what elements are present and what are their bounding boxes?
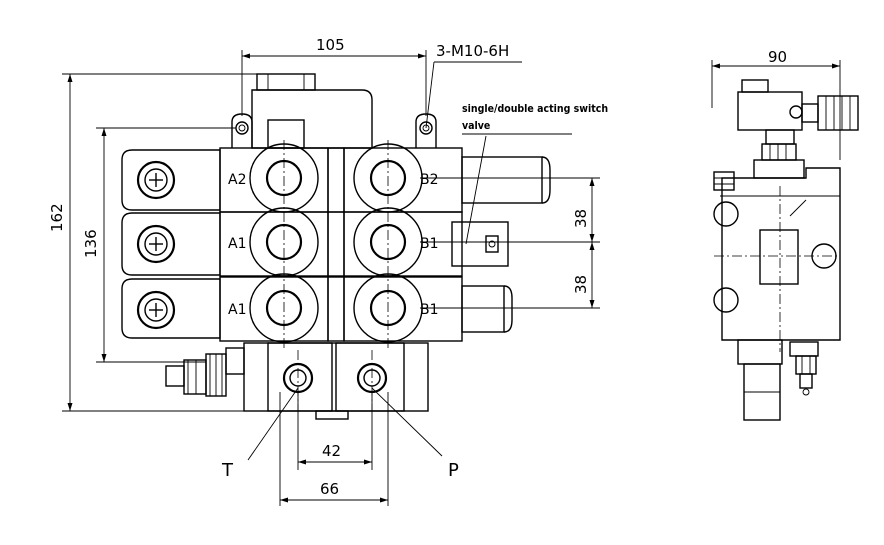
note-line-2: valve — [462, 120, 490, 132]
port-a1-lower: A1 — [228, 302, 246, 318]
relief-valve-body — [251, 73, 373, 149]
inlet-outlet-block — [165, 342, 429, 420]
dim-136: 136 — [82, 229, 100, 258]
dimension-lines — [62, 50, 600, 506]
port-t: T — [221, 460, 234, 481]
mounting-ear-left — [231, 113, 253, 148]
dim-66: 66 — [320, 480, 339, 498]
port-b1-upper: B1 — [420, 236, 439, 252]
dim-38-lower: 38 — [572, 275, 590, 294]
mounting-ear-right — [415, 113, 437, 148]
port-p: P — [448, 460, 459, 481]
port-b1-lower: B1 — [420, 302, 439, 318]
dim-162: 162 — [48, 203, 66, 232]
dim-90: 90 — [768, 48, 787, 66]
thread-callout: 3-M10-6H — [436, 42, 509, 60]
side-view: 90 — [711, 48, 859, 421]
port-a1-upper: A1 — [228, 236, 246, 252]
port-a2: A2 — [228, 172, 246, 188]
front-view: 105 3-M10-6H 162 136 38 38 42 66 single/… — [48, 36, 608, 506]
dim-42: 42 — [322, 442, 341, 460]
port-b2: B2 — [420, 172, 439, 188]
dim-105: 105 — [316, 36, 345, 54]
note-line-1: single/double acting switch — [462, 103, 608, 115]
dim-38-upper: 38 — [572, 209, 590, 228]
